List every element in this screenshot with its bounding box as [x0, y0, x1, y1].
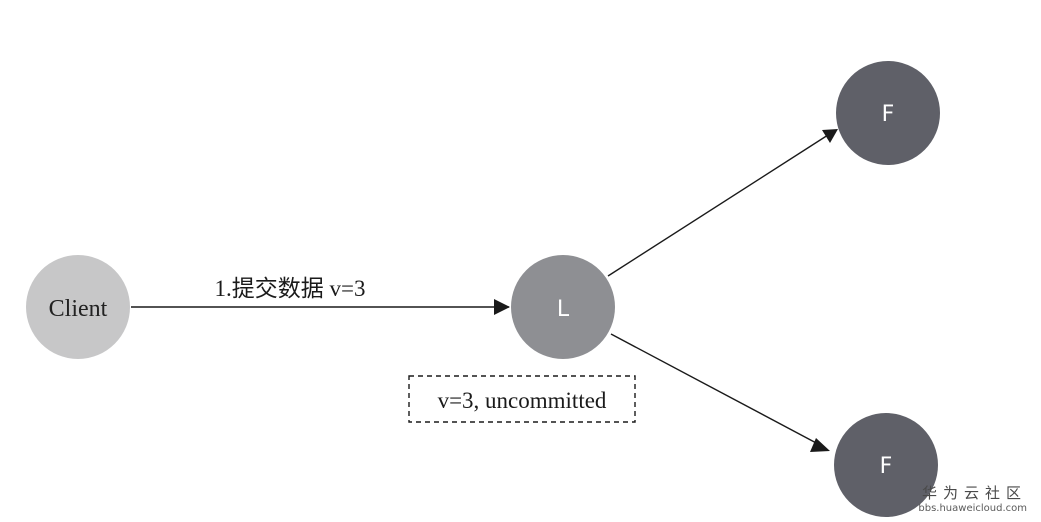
watermark-name: 华为云社区	[922, 484, 1027, 502]
edge-client-to-leader	[131, 299, 510, 315]
uncommitted-state-label: v=3, uncommitted	[438, 388, 607, 413]
uncommitted-state-box: v=3, uncommitted	[408, 375, 636, 423]
leader-node-label: L	[557, 297, 570, 322]
leader-node: L	[511, 255, 615, 359]
edge-leader-to-follower-top	[607, 129, 838, 277]
client-node: Client	[26, 255, 130, 359]
follower-node-top-label: F	[882, 102, 895, 127]
edge-leader-to-follower-bottom	[610, 333, 830, 452]
edge-label-submit-data: 1.提交数据 v=3	[215, 276, 366, 301]
follower-node-bottom-label: F	[880, 454, 893, 479]
follower-node-bottom: F	[834, 413, 938, 517]
watermark: 华为云社区 bbs.huaweicloud.com	[918, 484, 1027, 514]
watermark-url: bbs.huaweicloud.com	[918, 503, 1027, 514]
follower-node-top: F	[836, 61, 940, 165]
client-node-label: Client	[49, 296, 108, 322]
